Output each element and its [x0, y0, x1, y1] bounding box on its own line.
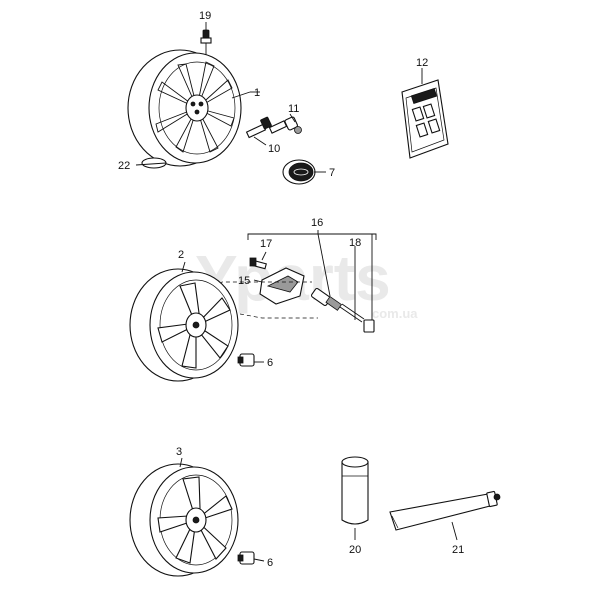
callout-2: 2 [178, 249, 184, 261]
callout-12: 12 [416, 57, 428, 69]
callout-16: 16 [311, 217, 323, 229]
callout-7: 7 [329, 167, 335, 179]
callout-18: 18 [349, 237, 361, 249]
callout-6-middle: 6 [267, 357, 273, 369]
callout-19: 19 [199, 10, 211, 22]
sealant-can [341, 456, 369, 525]
wheel-middle [129, 268, 239, 382]
wheel-top [127, 49, 242, 167]
wheel-nut-bottom [237, 551, 255, 565]
bolt-kit-package [401, 79, 449, 159]
callout-3: 3 [176, 446, 182, 458]
callout-22: 22 [118, 160, 130, 172]
wheel-bottom [129, 463, 239, 577]
callout-1: 1 [254, 87, 260, 99]
tpms-sensor [249, 257, 305, 305]
callout-15: 15 [238, 275, 250, 287]
tpms-valve [310, 287, 375, 333]
watermark-subtext: com.ua [372, 306, 418, 321]
callout-21: 21 [452, 544, 464, 556]
callout-11: 11 [288, 103, 299, 115]
wheel-nut-middle [237, 353, 255, 367]
callout-labels: 19 1 11 10 22 7 12 16 17 18 15 2 6 3 6 2… [118, 10, 464, 569]
valve-stem-top [200, 29, 212, 55]
callout-10: 10 [268, 143, 280, 155]
hub-cap [282, 159, 316, 185]
callout-6-bottom: 6 [267, 557, 273, 569]
wheel-bolt [245, 116, 272, 139]
callout-20: 20 [349, 544, 361, 556]
grease-tube [389, 490, 501, 531]
lock-bolt [268, 116, 302, 134]
callout-17: 17 [260, 238, 272, 250]
leader-lines [135, 22, 458, 562]
